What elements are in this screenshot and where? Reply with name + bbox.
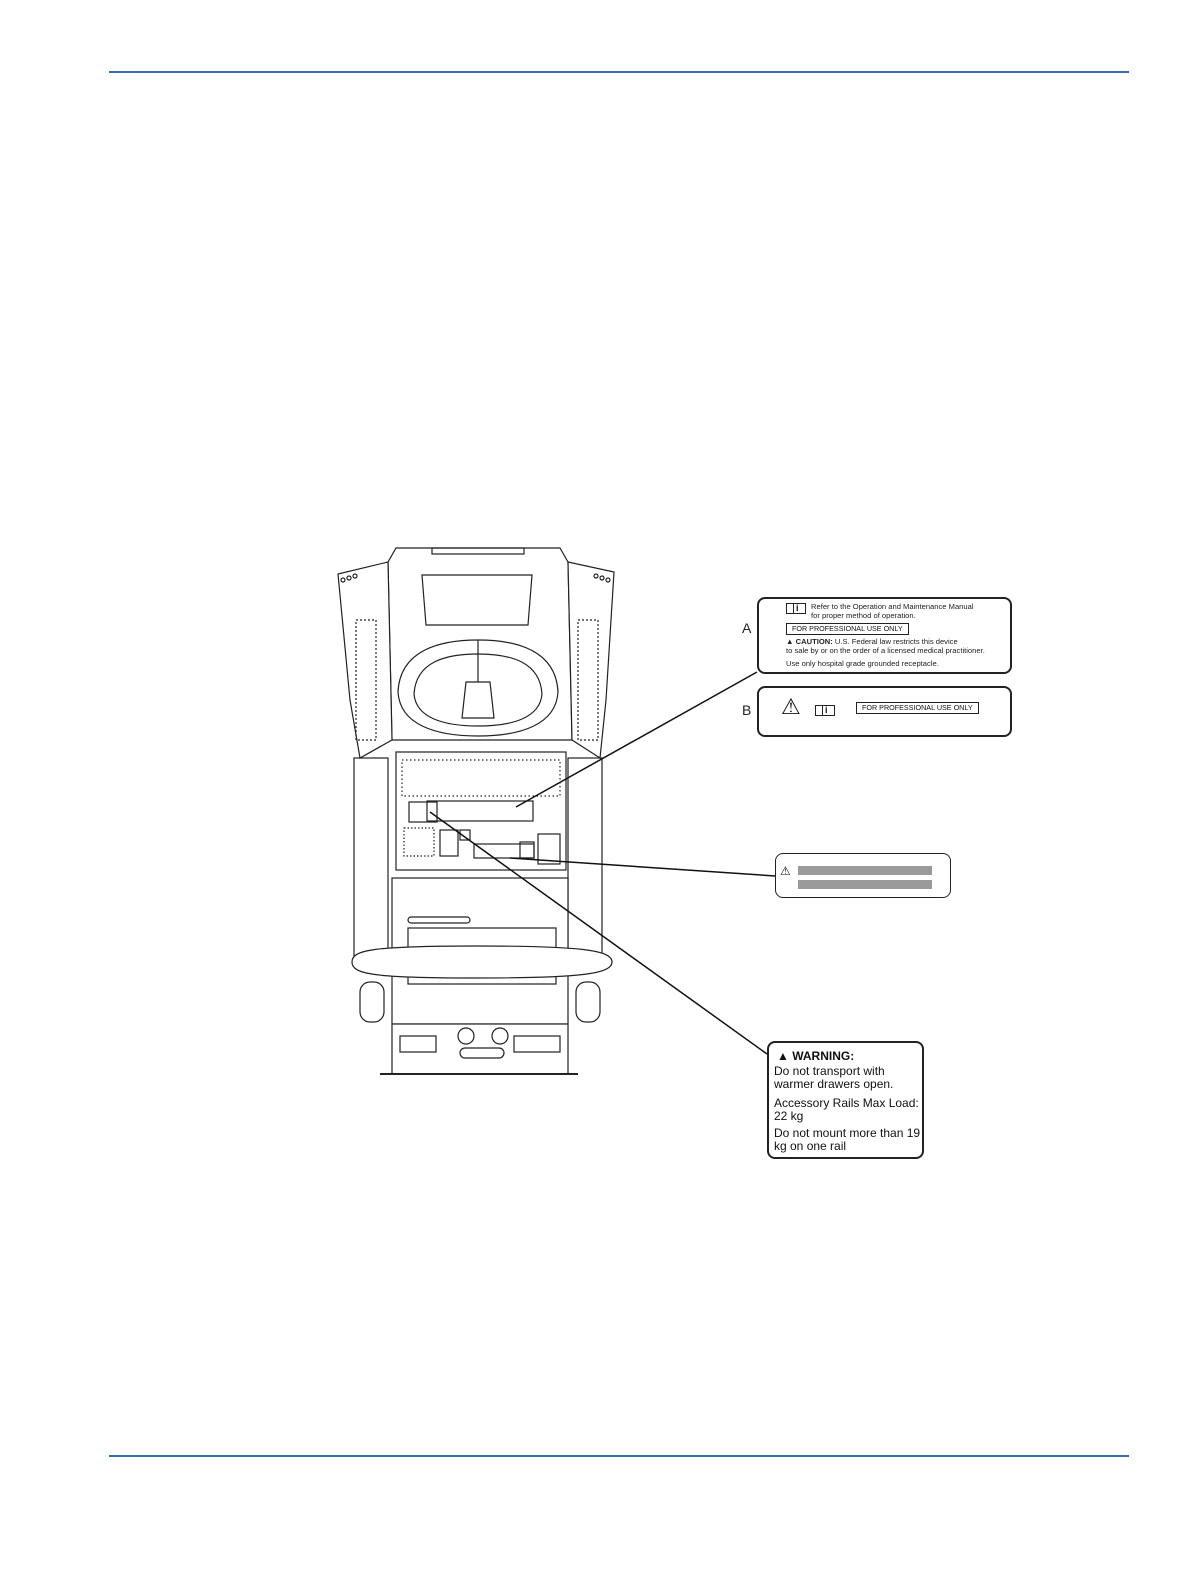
warning-triangle-icon: ⚠	[780, 864, 791, 878]
header-rule	[109, 71, 1129, 73]
label-a-manual-line-2: for proper method of operation.	[811, 611, 916, 620]
label-a-letter: A	[742, 620, 752, 636]
label-c-callout: ⚠	[775, 853, 951, 898]
warning-rail-mount-text: Do not mount more than 19 kg on one rail	[774, 1126, 921, 1153]
label-a-callout: i Refer to the Operation and Maintenance…	[757, 597, 1012, 674]
redacted-text-bar	[798, 880, 932, 889]
label-a-caution-heading: ▲ CAUTION:	[786, 637, 833, 646]
operation-manual-icon: i	[815, 705, 835, 716]
warning-title: ▲ WARNING:	[777, 1049, 855, 1063]
label-a-professional-use: FOR PROFESSIONAL USE ONLY	[786, 623, 909, 635]
device-rear-view-illustration	[337, 547, 776, 1075]
label-a-caution-line-1: U.S. Federal law restricts this device	[834, 637, 958, 646]
label-b-professional-use: FOR PROFESSIONAL USE ONLY	[856, 702, 979, 714]
redacted-text-bar	[798, 866, 932, 875]
operation-manual-icon: i	[786, 603, 806, 614]
label-a-manual-line-1: Refer to the Operation and Maintenance M…	[811, 602, 974, 611]
warning-transport-text: Do not transport with warmer drawers ope…	[774, 1064, 894, 1091]
warning-max-load-text: Accessory Rails Max Load: 22 kg	[774, 1096, 919, 1123]
warning-triangle-icon: ⚠	[781, 694, 801, 719]
label-a-caution-line-2: to sale by or on the order of a licensed…	[786, 646, 985, 655]
footer-rule	[109, 1455, 1129, 1457]
label-b-callout: ⚠ i FOR PROFESSIONAL USE ONLY	[757, 686, 1012, 737]
label-b-letter: B	[742, 702, 752, 718]
warning-callout: ▲ WARNING: Do not transport with warmer …	[767, 1041, 924, 1159]
label-a-receptacle-note: Use only hospital grade grounded recepta…	[786, 659, 939, 668]
